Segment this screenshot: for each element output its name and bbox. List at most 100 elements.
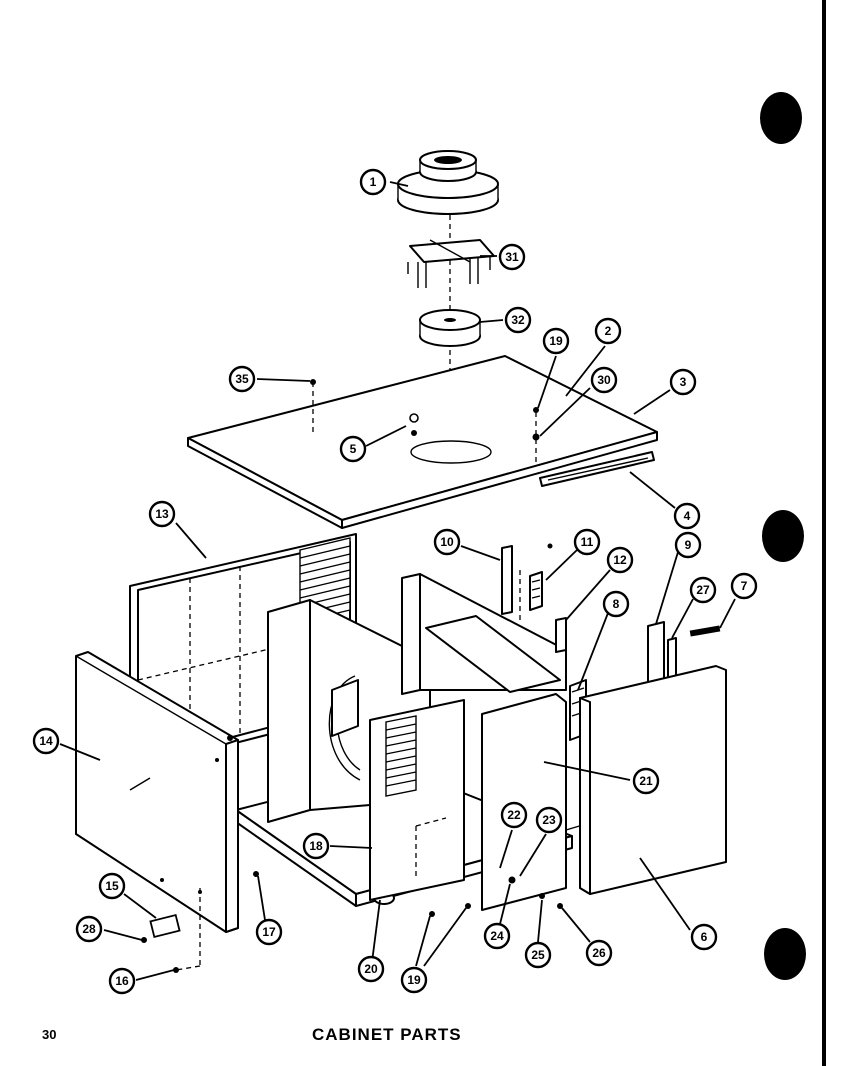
callout-number: 16 [115,974,129,988]
callout-number: 4 [684,509,691,523]
callout-20: 20 [357,955,385,983]
callout-number: 21 [639,774,653,788]
callout-circle [730,572,758,600]
callout-number: 35 [235,372,249,386]
part-left-side-panel [75,651,239,933]
callout-number: 5 [350,442,357,456]
callout-7: 7 [730,572,758,600]
callout-circle [674,531,702,559]
part-blower-wheel [419,309,481,347]
callout-15: 15 [98,872,126,900]
callout-circle [359,168,387,196]
callout-number: 25 [531,948,545,962]
callout-number: 20 [364,962,378,976]
callout-8: 8 [602,590,630,618]
callout-13: 13 [148,500,176,528]
callout-31: 31 [498,243,526,271]
callout-14: 14 [32,727,60,755]
callout-number: 14 [39,734,53,748]
callout-11: 11 [573,528,601,556]
part-blower-housing [397,150,499,215]
small-fasteners [141,871,563,973]
callout-number: 3 [680,375,687,389]
callout-circle [504,306,532,334]
part-front-grille-panel [369,699,465,901]
callout-circle [339,435,367,463]
callout-number: 31 [505,250,519,264]
callout-circle [75,915,103,943]
callout-number: 13 [155,507,169,521]
callout-number: 15 [105,879,119,893]
callout-9: 9 [674,531,702,559]
callout-circle [524,941,552,969]
callout-circle [690,923,718,951]
callout-circle [573,528,601,556]
callout-number: 30 [597,373,611,387]
callout-number: 6 [701,930,708,944]
callout-16: 16 [108,967,136,995]
part-top-panel [187,355,658,529]
page-number: 30 [42,1027,57,1042]
callout-circle [542,327,570,355]
page-edge-line [822,0,826,1066]
callout-circle [483,922,511,950]
callout-circle [585,939,613,967]
callout-circle [669,368,697,396]
callout-number: 7 [741,579,748,593]
callout-number: 28 [82,922,96,936]
callout-number: 8 [613,597,620,611]
callout-17: 17 [255,918,283,946]
callout-circle [148,500,176,528]
callout-19-top: 19 [542,327,570,355]
part-center-partition [401,543,567,695]
callout-32: 32 [504,306,532,334]
callout-circle [590,366,618,394]
callout-circle [400,966,428,994]
callout-circle [594,317,622,345]
callout-circle [606,546,634,574]
callout-number: 26 [592,946,606,960]
part-right-inner-panel [481,679,587,911]
callout-circle [255,918,283,946]
callout-circle [535,806,563,834]
callout-number: 19 [549,334,563,348]
callout-circle [500,801,528,829]
callout-number: 11 [581,535,594,549]
callout-30: 30 [590,366,618,394]
callout-2: 2 [594,317,622,345]
callout-22: 22 [500,801,528,829]
callout-number: 17 [262,925,276,939]
callout-25: 25 [524,941,552,969]
callout-circle [108,967,136,995]
callout-circle [602,590,630,618]
callout-24: 24 [483,922,511,950]
callout-number: 32 [511,313,525,327]
leader-lines [59,181,736,981]
callout-number: 1 [370,175,377,189]
callout-circle [32,727,60,755]
callout-6: 6 [690,923,718,951]
callout-circle [498,243,526,271]
callout-number: 9 [685,538,692,552]
callout-number: 22 [507,808,521,822]
callout-35: 35 [228,365,256,393]
callout-18: 18 [302,832,330,860]
callout-circle [228,365,256,393]
callout-number: 2 [605,324,612,338]
binder-hole-top [760,92,802,144]
callout-23: 23 [535,806,563,834]
callout-number: 23 [542,813,556,827]
callout-1: 1 [359,168,387,196]
callout-number: 12 [613,553,627,567]
callout-28: 28 [75,915,103,943]
callout-27: 27 [689,576,717,604]
rear-grille [299,537,351,623]
callout-10: 10 [433,528,461,556]
binder-hole-middle [762,510,804,562]
callout-number: 27 [696,583,710,597]
binder-hole-bottom [764,928,806,980]
callout-circle [357,955,385,983]
callout-3: 3 [669,368,697,396]
callout-4: 4 [673,502,701,530]
